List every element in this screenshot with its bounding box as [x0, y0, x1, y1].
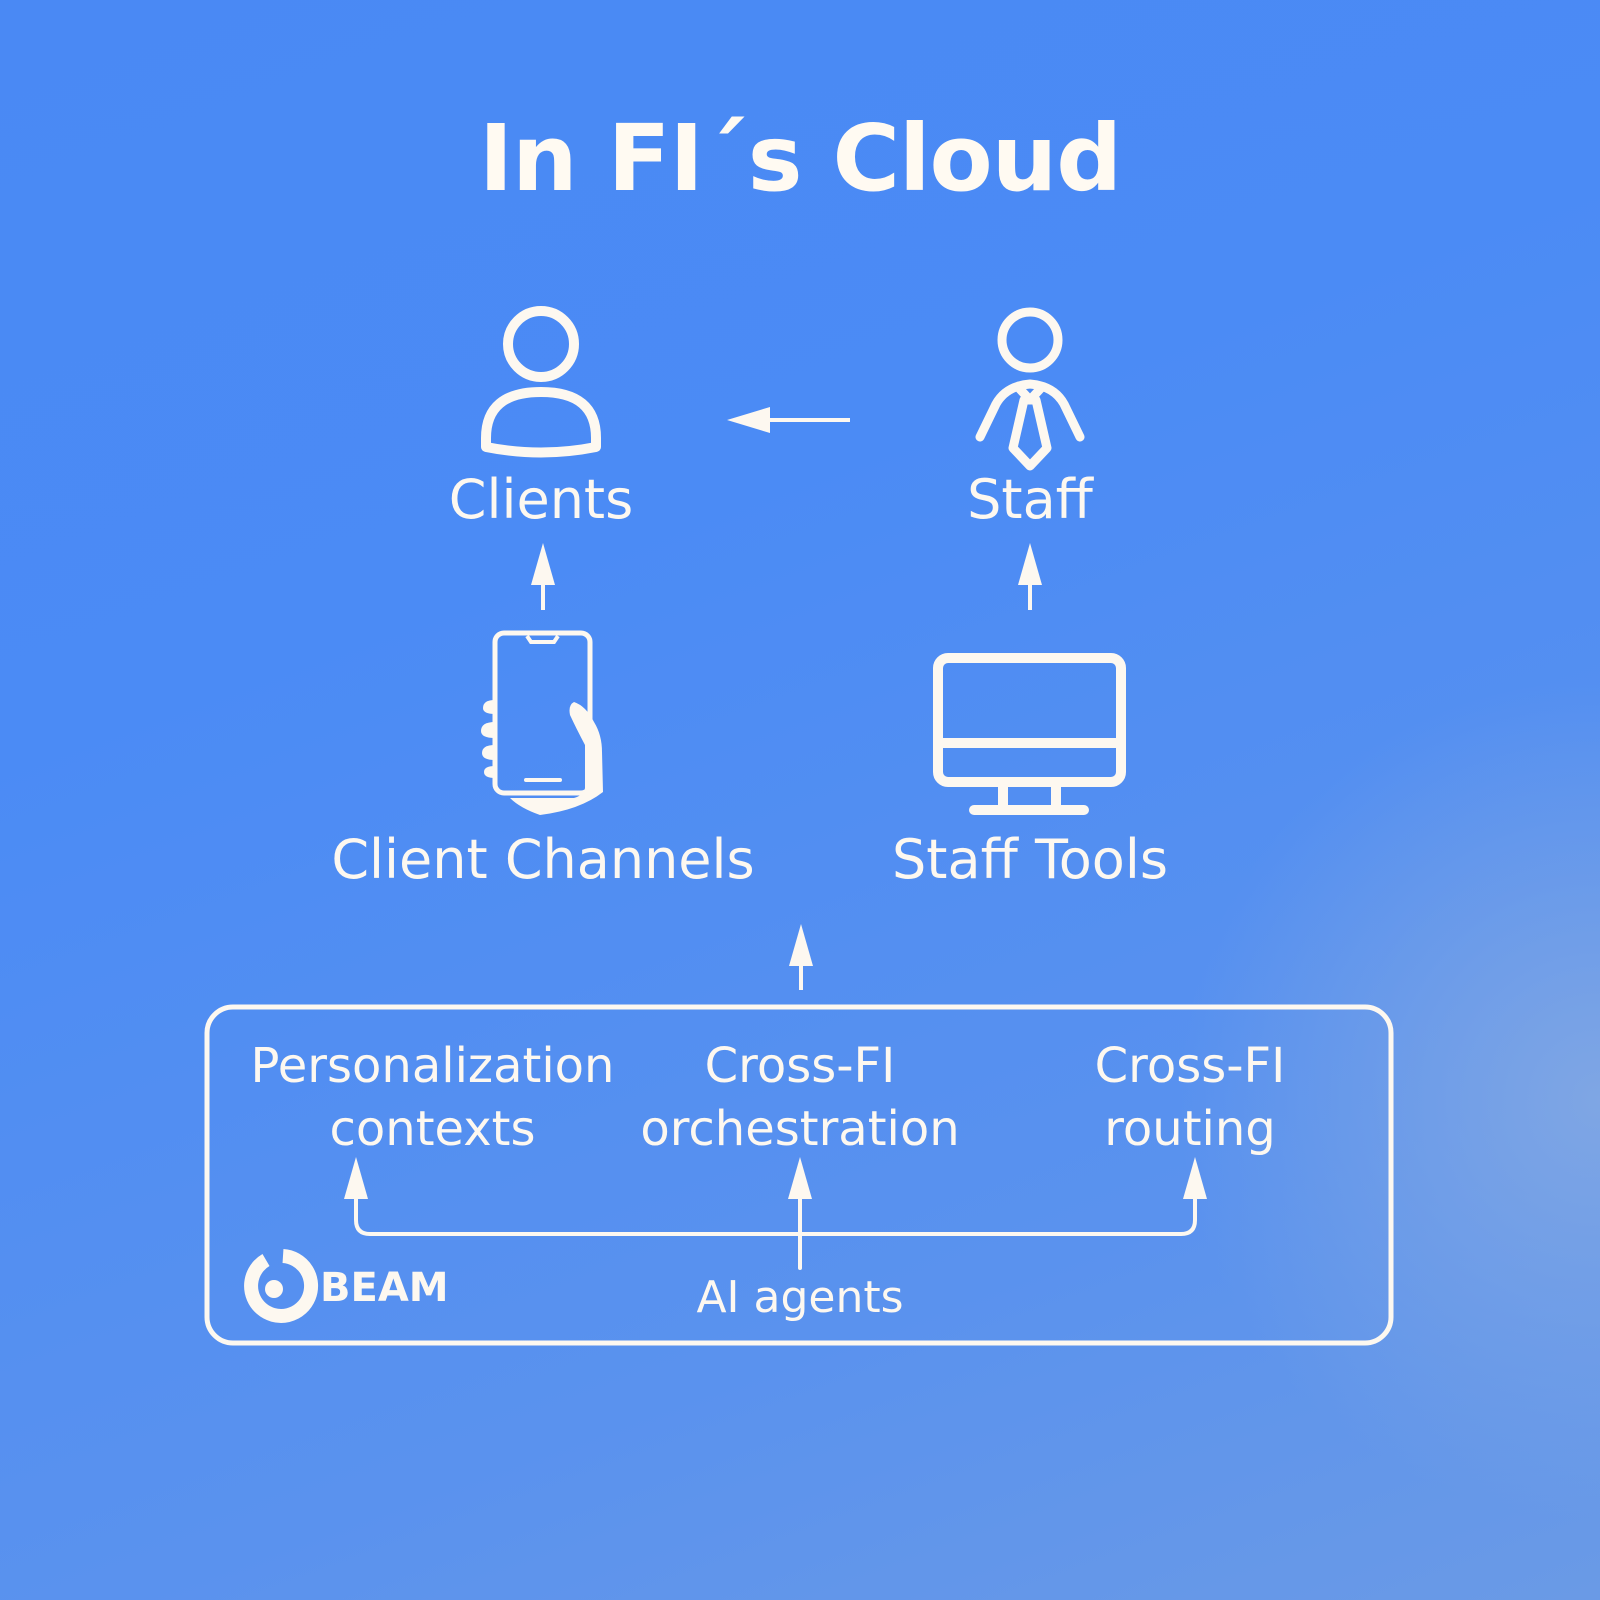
- personalization-label: Personalization contexts: [235, 1035, 630, 1161]
- client-channels-label: Client Channels: [331, 828, 755, 891]
- arrow-staff-to-clients: [727, 407, 850, 433]
- routing-line-2: routing: [1104, 1101, 1276, 1157]
- person-icon: [481, 306, 601, 458]
- smartphone-hand-icon: [481, 630, 603, 815]
- beam-logo-text: BEAM: [320, 1265, 449, 1311]
- personalization-line-2: contexts: [329, 1101, 536, 1157]
- orchestration-label: Cross-FI orchestration: [620, 1035, 980, 1161]
- arrow-to-personalization: [344, 1157, 368, 1199]
- arrow-channels-to-clients: [531, 543, 555, 610]
- ai-agents-label: AI agents: [696, 1272, 904, 1323]
- routing-line-1: Cross-FI: [1094, 1038, 1286, 1094]
- personalization-line-1: Personalization: [250, 1038, 615, 1094]
- arrow-to-orchestration: [788, 1157, 812, 1199]
- clients-label: Clients: [448, 468, 634, 531]
- diagram-title: In FI´s Cloud: [478, 105, 1122, 212]
- staff-label: Staff: [967, 468, 1093, 531]
- orchestration-line-2: orchestration: [640, 1101, 960, 1157]
- arrow-tools-to-staff: [1018, 543, 1042, 610]
- monitor-icon: [933, 653, 1126, 815]
- ai-agents-arrows: [354, 1196, 1197, 1270]
- platform-box: [204, 1004, 1394, 1346]
- beam-logo-icon: [244, 1249, 319, 1323]
- staff-tools-label: Staff Tools: [892, 828, 1168, 891]
- arrow-to-routing: [1183, 1157, 1207, 1199]
- arrow-platform-up: [789, 924, 813, 990]
- routing-label: Cross-FI routing: [1040, 1035, 1340, 1161]
- staff-person-icon: [975, 307, 1085, 471]
- orchestration-line-1: Cross-FI: [704, 1038, 896, 1094]
